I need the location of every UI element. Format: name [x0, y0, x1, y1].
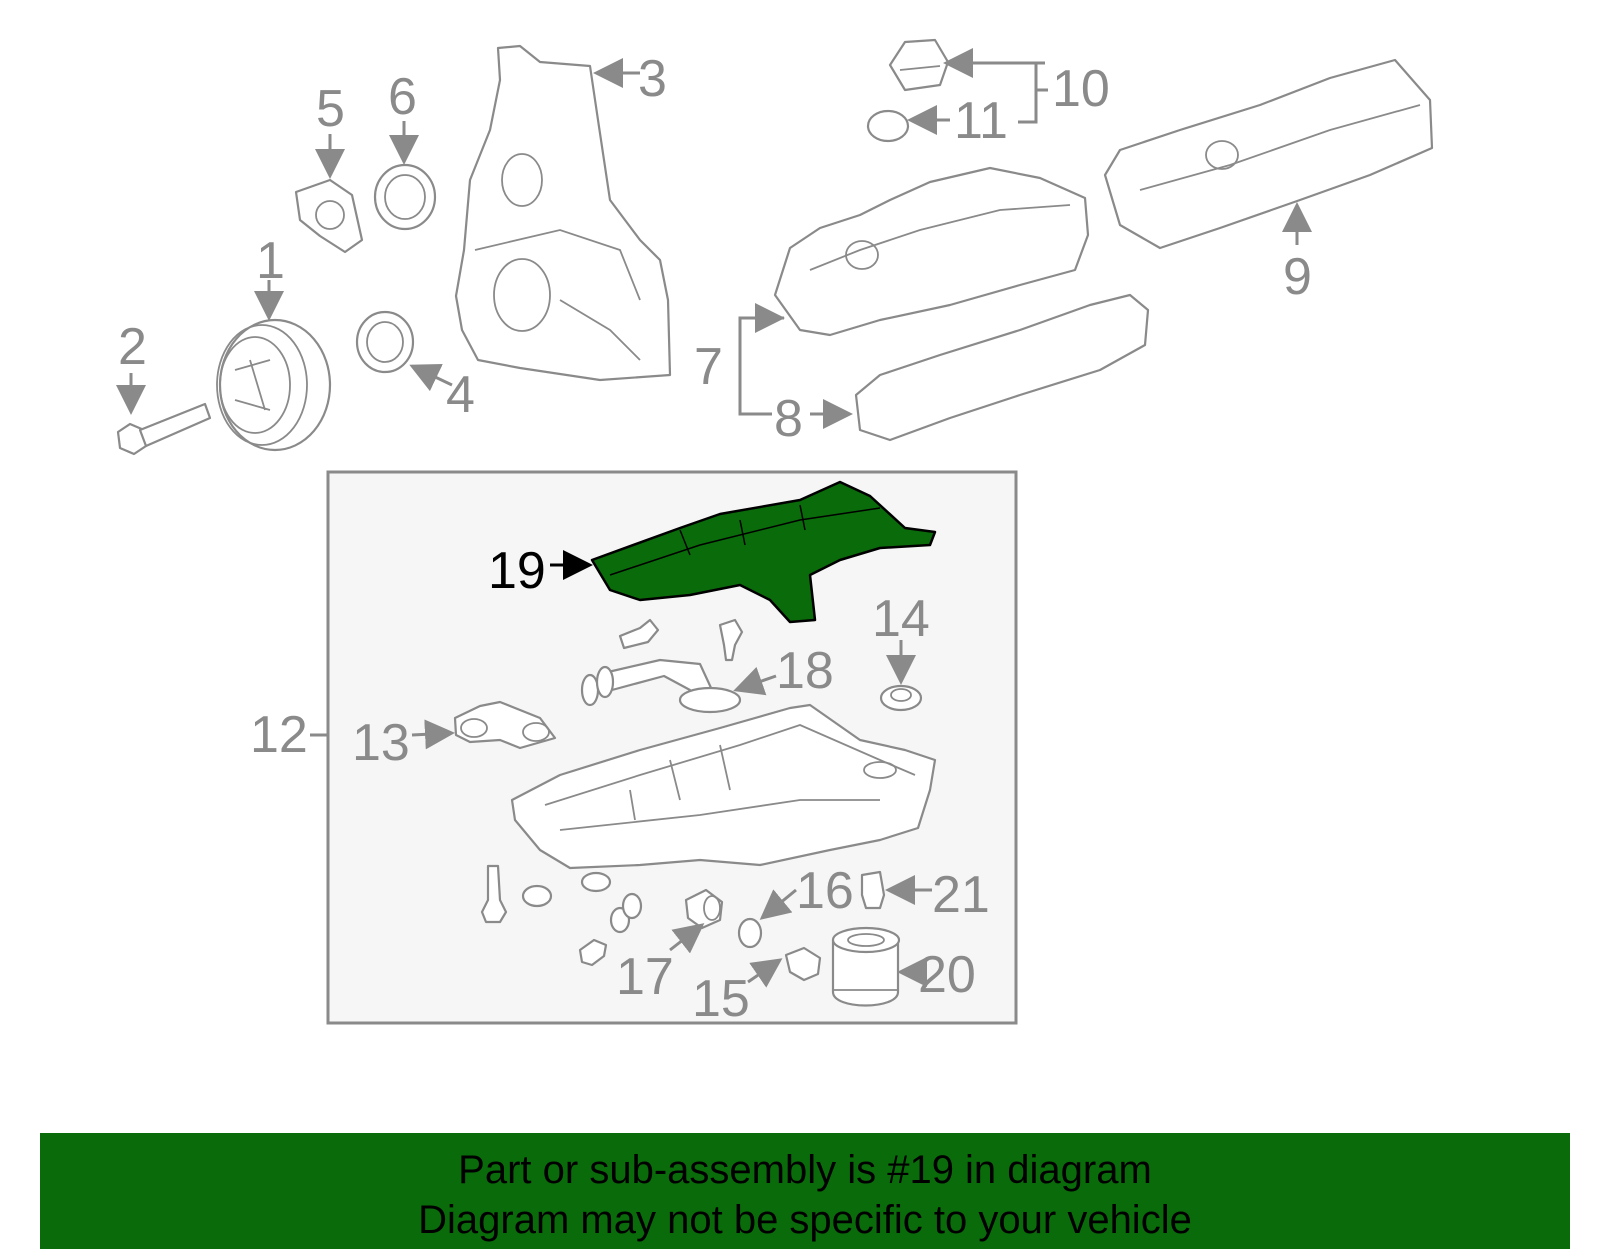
- washer-part: [521, 884, 553, 908]
- oring-part: [866, 109, 910, 143]
- bolt-15-part: [784, 946, 822, 982]
- oil-filter-part: [831, 926, 901, 1007]
- callout-20: 20: [918, 946, 976, 1004]
- small-seals-part: [609, 892, 643, 934]
- pickup-tube-part: [580, 658, 742, 714]
- callout-21: 21: [932, 866, 990, 924]
- callout-18: 18: [776, 642, 834, 700]
- fitting-part: [860, 870, 886, 910]
- leader-lines: [116, 48, 1312, 988]
- front-seal-part: [355, 310, 415, 374]
- oil-baffle-part-highlighted: [590, 480, 937, 624]
- callout-12: 12: [250, 706, 308, 764]
- gasket-part: [854, 293, 1150, 442]
- parts-diagram: 1 2 3 4 5 6 7 8 9 10 11 12 13 14 15 16 1…: [116, 38, 1434, 1028]
- info-banner: Part or sub-assembly is #19 in diagram D…: [40, 1133, 1570, 1249]
- bolt-part: [116, 402, 212, 456]
- valve-cover-right-part: [1103, 58, 1434, 250]
- pulley-part: [216, 318, 332, 452]
- callout-15: 15: [692, 970, 750, 1028]
- sleeve-part: [684, 888, 724, 930]
- callout-19-highlighted: 19: [488, 542, 546, 600]
- banner-line-1: Part or sub-assembly is #19 in diagram: [458, 1148, 1152, 1192]
- callout-4: 4: [446, 366, 475, 424]
- oil-pan-part: [510, 703, 937, 870]
- callout-8: 8: [774, 390, 803, 448]
- callout-2: 2: [118, 318, 147, 376]
- small-bolt-part: [578, 938, 608, 967]
- callout-14: 14: [872, 590, 930, 648]
- callout-16: 16: [796, 862, 854, 920]
- washer-part-2: [580, 871, 612, 893]
- callout-9: 9: [1283, 248, 1312, 306]
- oring-16-part: [737, 917, 763, 949]
- timing-cover-part: [454, 44, 672, 382]
- callout-5: 5: [316, 80, 345, 138]
- oil-cap-part: [888, 38, 950, 92]
- banner-line-2: Diagram may not be specific to your vehi…: [418, 1198, 1192, 1242]
- callout-1: 1: [256, 232, 285, 290]
- bracket-part: [294, 178, 364, 254]
- callout-6: 6: [388, 68, 417, 126]
- valve-cover-part: [773, 166, 1090, 337]
- callout-10: 10: [1052, 60, 1110, 118]
- plug-part: [879, 684, 923, 712]
- callout-3: 3: [638, 50, 667, 108]
- callout-11: 11: [954, 92, 1008, 150]
- drain-bolt-part: [480, 864, 508, 924]
- cooler-adapter-part: [453, 700, 557, 750]
- callout-17: 17: [616, 948, 674, 1006]
- seal-part: [373, 163, 437, 231]
- pickup-bolts: [618, 618, 744, 662]
- callout-7: 7: [694, 338, 723, 396]
- callout-labels: 1 2 3 4 5 6 7 8 9 10 11 12 13 14 15 16 1…: [118, 50, 1312, 1028]
- callout-13: 13: [352, 714, 410, 772]
